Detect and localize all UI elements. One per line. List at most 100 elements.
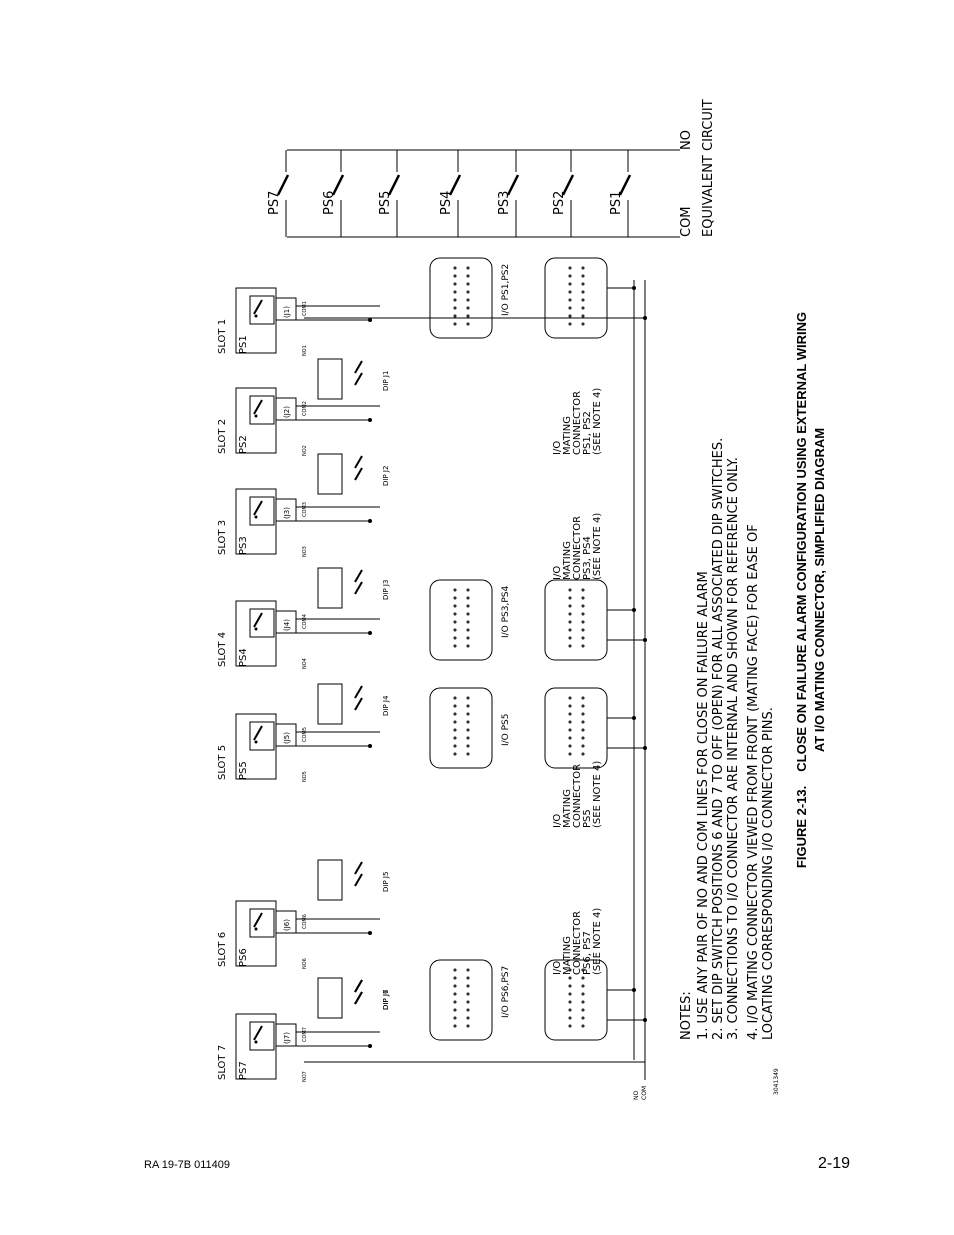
mating-text: MATING xyxy=(562,936,573,975)
eq-no-label: NO xyxy=(679,130,694,150)
io-connector-4: I/O PS6,PS7 xyxy=(429,959,647,1041)
slot-label: SLOT 3 xyxy=(217,520,228,555)
mating-text: PS1, PS2 xyxy=(582,411,593,455)
dip-label: DIP J4 xyxy=(382,695,390,716)
mating-text: (SEE NOTE 4) xyxy=(592,908,603,975)
dip-label: DIP J3 xyxy=(382,580,390,600)
dip-switch-4: DIP J4 xyxy=(317,683,390,725)
slot-label: SLOT 2 xyxy=(217,419,228,454)
eq-switch-label: PS7 xyxy=(267,191,282,215)
dip-label: DIP J7 xyxy=(382,990,390,1010)
dip-label: DIP J1 xyxy=(382,371,390,391)
bus-no-label: NO xyxy=(633,1091,640,1100)
eq-switch-ps2: PS2 xyxy=(552,150,575,237)
ps-label: PS6 xyxy=(238,948,249,967)
j-label: (J7) xyxy=(283,1032,291,1044)
figure-number: FIGURE 2-13. xyxy=(794,785,809,869)
dip-label: DIP J6 xyxy=(382,989,390,1010)
eq-switch-ps3: PS3 xyxy=(497,150,520,237)
mating-text: PS6, PS7 xyxy=(582,931,593,975)
mating-text: MATING xyxy=(562,789,573,828)
io-connector-3: I/O PS5 xyxy=(429,687,647,769)
slot-label: SLOT 5 xyxy=(217,745,228,780)
no-label: NO2 xyxy=(302,445,308,456)
no-label: NO7 xyxy=(302,1071,308,1082)
mating-text: I/O xyxy=(552,961,563,975)
note-line-2: 2. SET DIP SWITCH POSITIONS 6 AND 7 TO O… xyxy=(711,438,726,1040)
io-label: I/O PS5 xyxy=(501,714,511,747)
note-line-3: 3. CONNECTIONS TO I/O CONNECTOR ARE INTE… xyxy=(726,457,741,1040)
note-line-1: 1. USE ANY PAIR OF NO AND COM LINES FOR … xyxy=(696,571,711,1040)
ps-label: PS4 xyxy=(238,648,249,667)
dip-label: DIP J5 xyxy=(382,872,390,892)
figure-title-1: CLOSE ON FAILURE ALARM CONFIGURATION USI… xyxy=(794,311,809,772)
ps-label: PS3 xyxy=(238,536,249,555)
com-label: COM1 xyxy=(302,301,308,316)
eq-switch-label: PS1 xyxy=(609,191,624,215)
slot-4: SLOT 4 PS4 (J4) NO4 COM4 xyxy=(217,600,380,669)
mating-text: CONNECTOR xyxy=(572,764,583,828)
note-line-5: LOCATING CORRESPONDING I/O CONNECTOR PIN… xyxy=(761,707,776,1040)
mating-text: I/O xyxy=(552,566,563,580)
mating-text: MATING xyxy=(562,541,573,580)
bus-com-label: COM xyxy=(641,1086,648,1100)
mating-text: MATING xyxy=(562,416,573,455)
j-label: (J6) xyxy=(283,919,291,931)
no-label: NO4 xyxy=(302,658,308,669)
mating-text: I/O xyxy=(552,814,563,828)
j-label: (J3) xyxy=(283,507,291,519)
mating-text: PS3, PS4 xyxy=(582,536,593,580)
no-label: NO5 xyxy=(302,771,308,782)
mating-text: I/O xyxy=(552,441,563,455)
ps-label: PS7 xyxy=(238,1061,249,1080)
slot-label: SLOT 7 xyxy=(217,1045,228,1080)
dip-switch-3: DIP J3 xyxy=(317,567,390,609)
io-label: I/O PS6,PS7 xyxy=(501,966,511,1018)
mating-text: (SEE NOTE 4) xyxy=(592,388,603,455)
eq-switch-ps4: PS4 xyxy=(439,150,462,237)
eq-title: EQUIVALENT CIRCUIT xyxy=(701,99,716,237)
no-label: NO1 xyxy=(302,345,308,356)
eq-switch-label: PS3 xyxy=(497,191,512,215)
figure-caption: FIGURE 2-13. CLOSE ON FAILURE ALARM CONFI… xyxy=(793,200,853,980)
slot-label: SLOT 6 xyxy=(217,932,228,967)
drawing-id: 3041349 xyxy=(773,1068,780,1095)
note-line-4: 4. I/O MATING CONNECTOR VIEWED FROM FRON… xyxy=(746,524,761,1040)
com-label: COM6 xyxy=(302,914,308,929)
ps-label: PS2 xyxy=(238,435,249,454)
io-connector-1: I/O PS1,PS2 xyxy=(429,257,647,339)
mating-text: (SEE NOTE 4) xyxy=(592,761,603,828)
eq-com-label: COM xyxy=(679,206,694,237)
eq-switch-label: PS5 xyxy=(378,191,393,215)
notes-heading: NOTES: xyxy=(679,991,694,1040)
dip-switch-7: DIP J7 xyxy=(317,977,390,1019)
dip-switch-1: DIP J1 xyxy=(317,358,390,400)
com-label: COM5 xyxy=(302,727,308,742)
page-number: 2-19 xyxy=(817,1155,850,1172)
j-label: (J4) xyxy=(283,619,291,631)
com-label: COM4 xyxy=(302,614,308,629)
ps-label: PS5 xyxy=(238,761,249,780)
eq-switch-label: PS2 xyxy=(552,191,567,215)
io-label: I/O PS1,PS2 xyxy=(501,264,511,316)
eq-switch-ps1: PS1 xyxy=(609,150,632,237)
figure-title-2: AT I/O MATING CONNECTOR, SIMPLIFIED DIAG… xyxy=(812,427,827,753)
mating-text: PS5 xyxy=(582,809,593,828)
dip-switch-5: DIP J5 xyxy=(317,859,390,901)
eq-switch-ps7: PS7 xyxy=(267,150,290,237)
mating-text: CONNECTOR xyxy=(572,516,583,580)
slot-label: SLOT 4 xyxy=(217,632,228,667)
dip-label: DIP J2 xyxy=(382,466,390,486)
dip-switch-6: DIP J6 xyxy=(317,977,390,1019)
com-label: COM2 xyxy=(302,401,308,416)
eq-switch-label: PS4 xyxy=(439,191,454,215)
